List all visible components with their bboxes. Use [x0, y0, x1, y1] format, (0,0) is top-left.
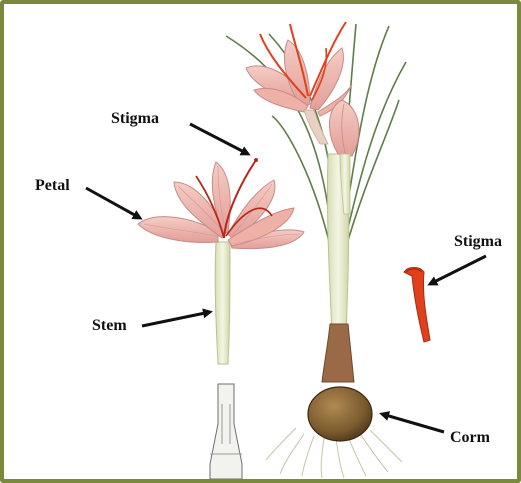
- corm-bulb: [308, 387, 372, 441]
- isolated-stigma: [404, 268, 430, 343]
- arrow-corm: [382, 414, 444, 432]
- label-stigma-left: Stigma: [111, 111, 159, 127]
- arrow-petal: [86, 188, 140, 218]
- label-stigma-right: Stigma: [454, 234, 502, 250]
- left-stem: [215, 242, 230, 364]
- lower-dissection: [210, 384, 242, 479]
- label-stem: Stem: [92, 318, 127, 334]
- label-petal: Petal: [35, 178, 70, 194]
- arrow-stigma-right: [430, 256, 486, 284]
- pointer-arrows: [86, 124, 486, 432]
- label-corm: Corm: [450, 430, 490, 446]
- left-flower: [138, 158, 304, 249]
- saffron-crocus-illustration: [4, 4, 517, 479]
- corm-neck: [322, 324, 354, 382]
- arrow-stem: [142, 312, 210, 326]
- arrow-stigma-left: [190, 124, 248, 154]
